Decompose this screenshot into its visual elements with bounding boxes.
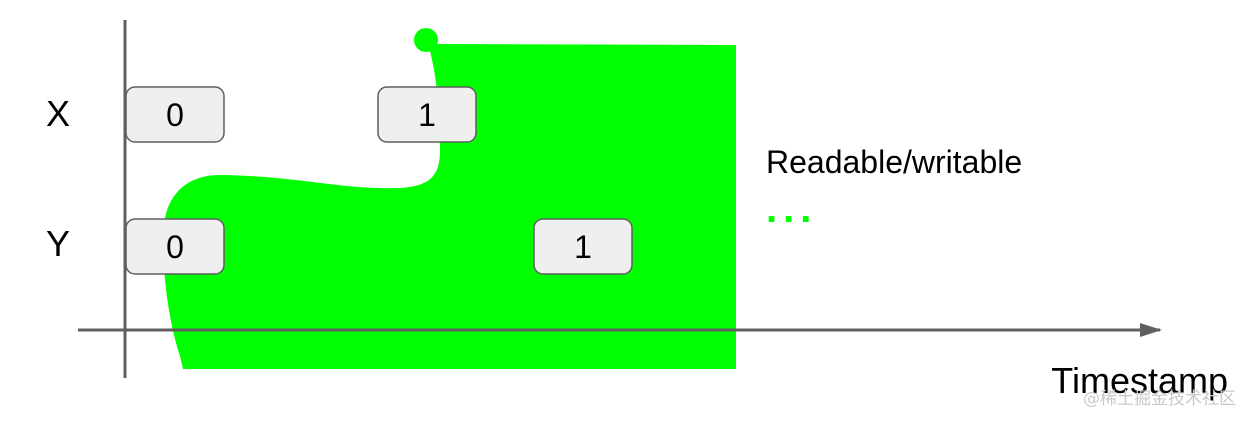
- version-box-x-1: 1: [377, 86, 477, 143]
- region-ellipsis: ...: [766, 187, 817, 231]
- version-box-x-1-label: 1: [418, 97, 436, 133]
- version-box-x-0: 0: [125, 86, 225, 143]
- watermark-text: @稀土掘金技术社区: [1083, 389, 1236, 409]
- timestamp-axis-label: Timestamp: [1051, 360, 1228, 401]
- readable-writable-region: [163, 44, 736, 369]
- version-box-y-0: 0: [125, 218, 225, 275]
- version-box-y-1-label: 1: [574, 229, 592, 265]
- version-box-y-0-label: 0: [166, 229, 184, 265]
- version-box-y-1: 1: [533, 218, 633, 275]
- row-label-y: Y: [46, 223, 70, 264]
- region-marker-dot: [414, 28, 438, 52]
- region-label: Readable/writable: [766, 144, 1022, 180]
- version-box-x-0-label: 0: [166, 97, 184, 133]
- row-label-x: X: [46, 93, 70, 134]
